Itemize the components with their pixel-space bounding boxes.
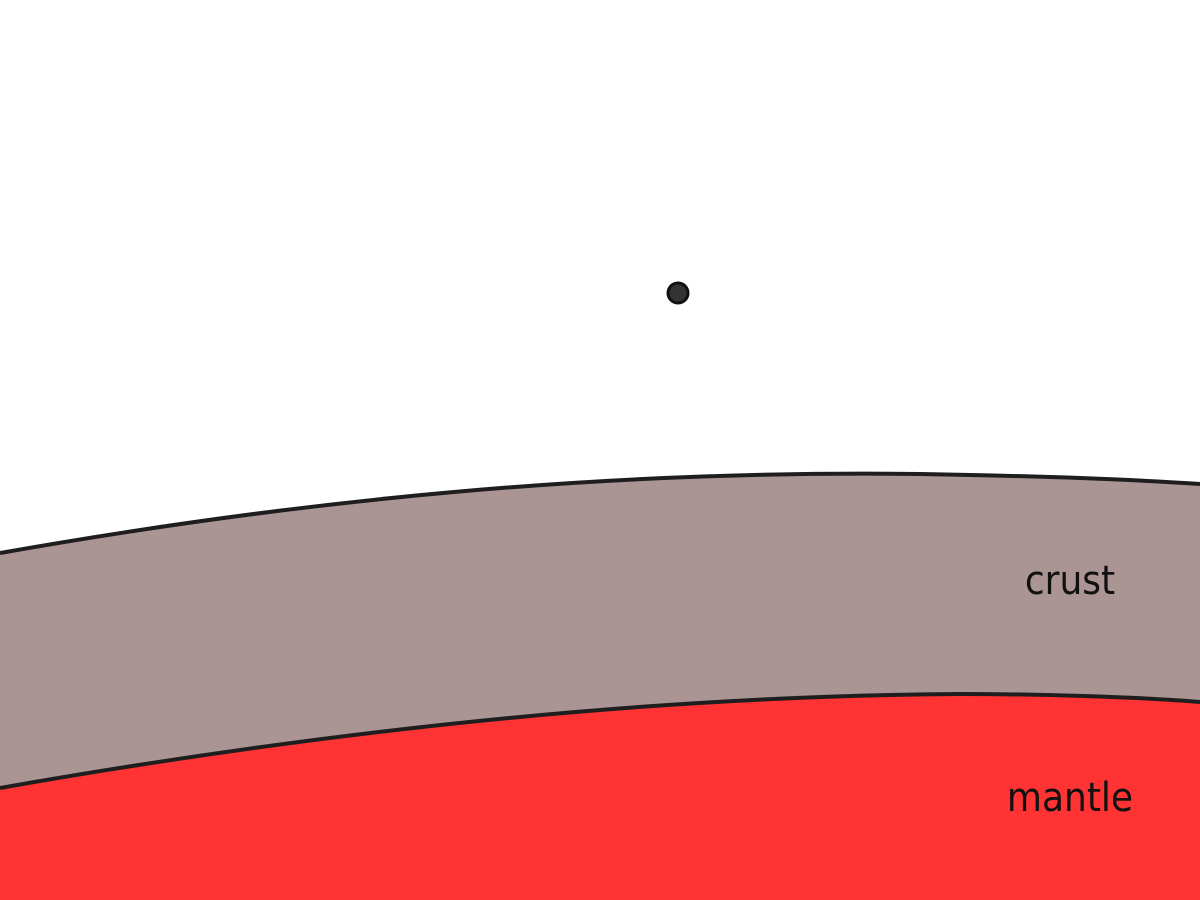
- mantle-label: mantle: [1007, 775, 1133, 821]
- mantle-layer: [0, 694, 1200, 900]
- crust-layer: [0, 473, 1200, 788]
- surface-boundary-line: [0, 471, 1200, 555]
- point-marker: [666, 281, 690, 305]
- crust-label: crust: [1025, 558, 1115, 604]
- crust-mantle-boundary-line: [0, 691, 1200, 790]
